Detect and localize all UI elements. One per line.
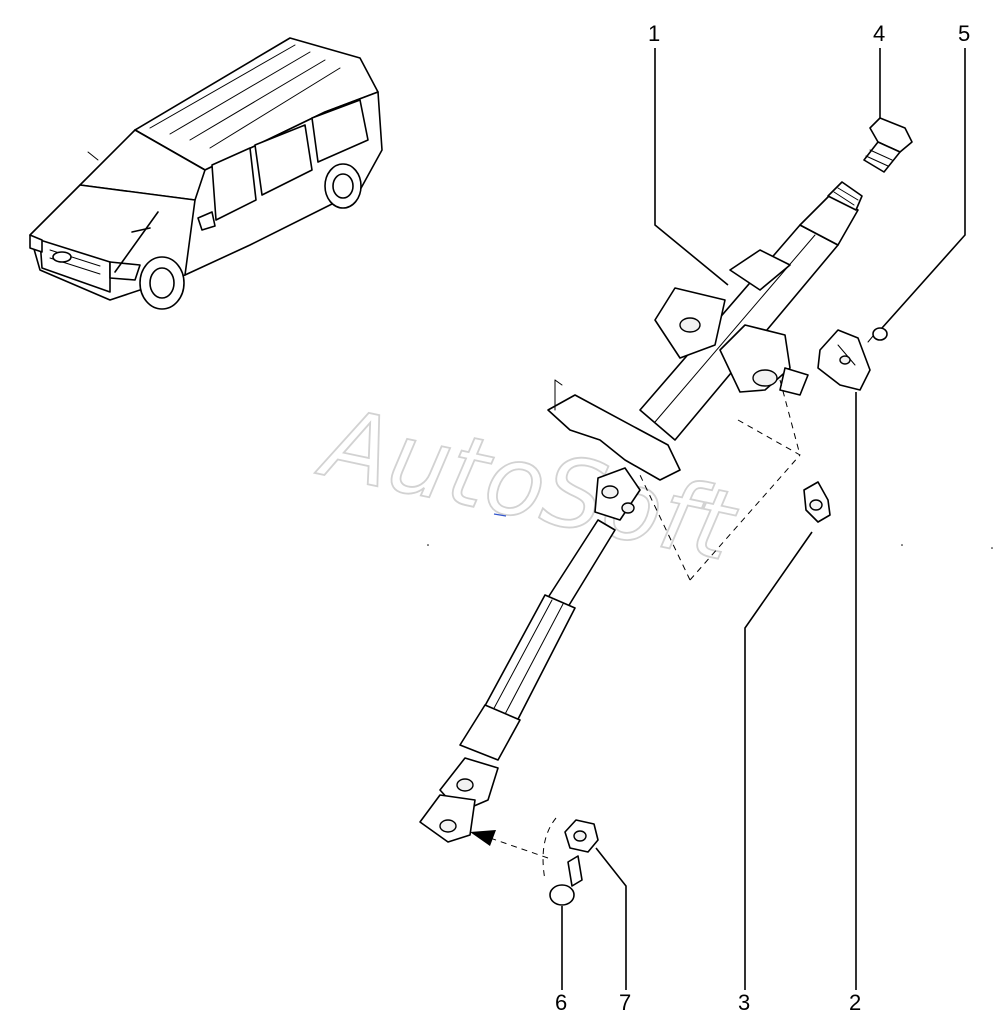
- scan-specks: [427, 513, 993, 549]
- callout-6: 6: [555, 990, 567, 1015]
- part-6-bolt: [549, 855, 583, 906]
- part-7-nut: [564, 819, 599, 853]
- leader-lines: [561, 48, 966, 990]
- callout-5: 5: [958, 21, 970, 46]
- callout-2: 2: [849, 990, 861, 1015]
- callout-labels: 1 2 3 4 5 6 7: [555, 21, 970, 1015]
- callout-3: 3: [738, 990, 750, 1015]
- steering-column-assembly: [419, 181, 863, 843]
- callout-1: 1: [648, 21, 660, 46]
- assembly-arrow: [470, 817, 557, 881]
- callout-7: 7: [619, 990, 631, 1015]
- part-2-bracket: [817, 329, 871, 391]
- part-3-nut: [803, 481, 831, 523]
- part-4-bolt: [863, 117, 913, 173]
- callout-4: 4: [873, 21, 885, 46]
- part-5-screw: [867, 327, 888, 343]
- vehicle-thumbnail: [29, 37, 383, 310]
